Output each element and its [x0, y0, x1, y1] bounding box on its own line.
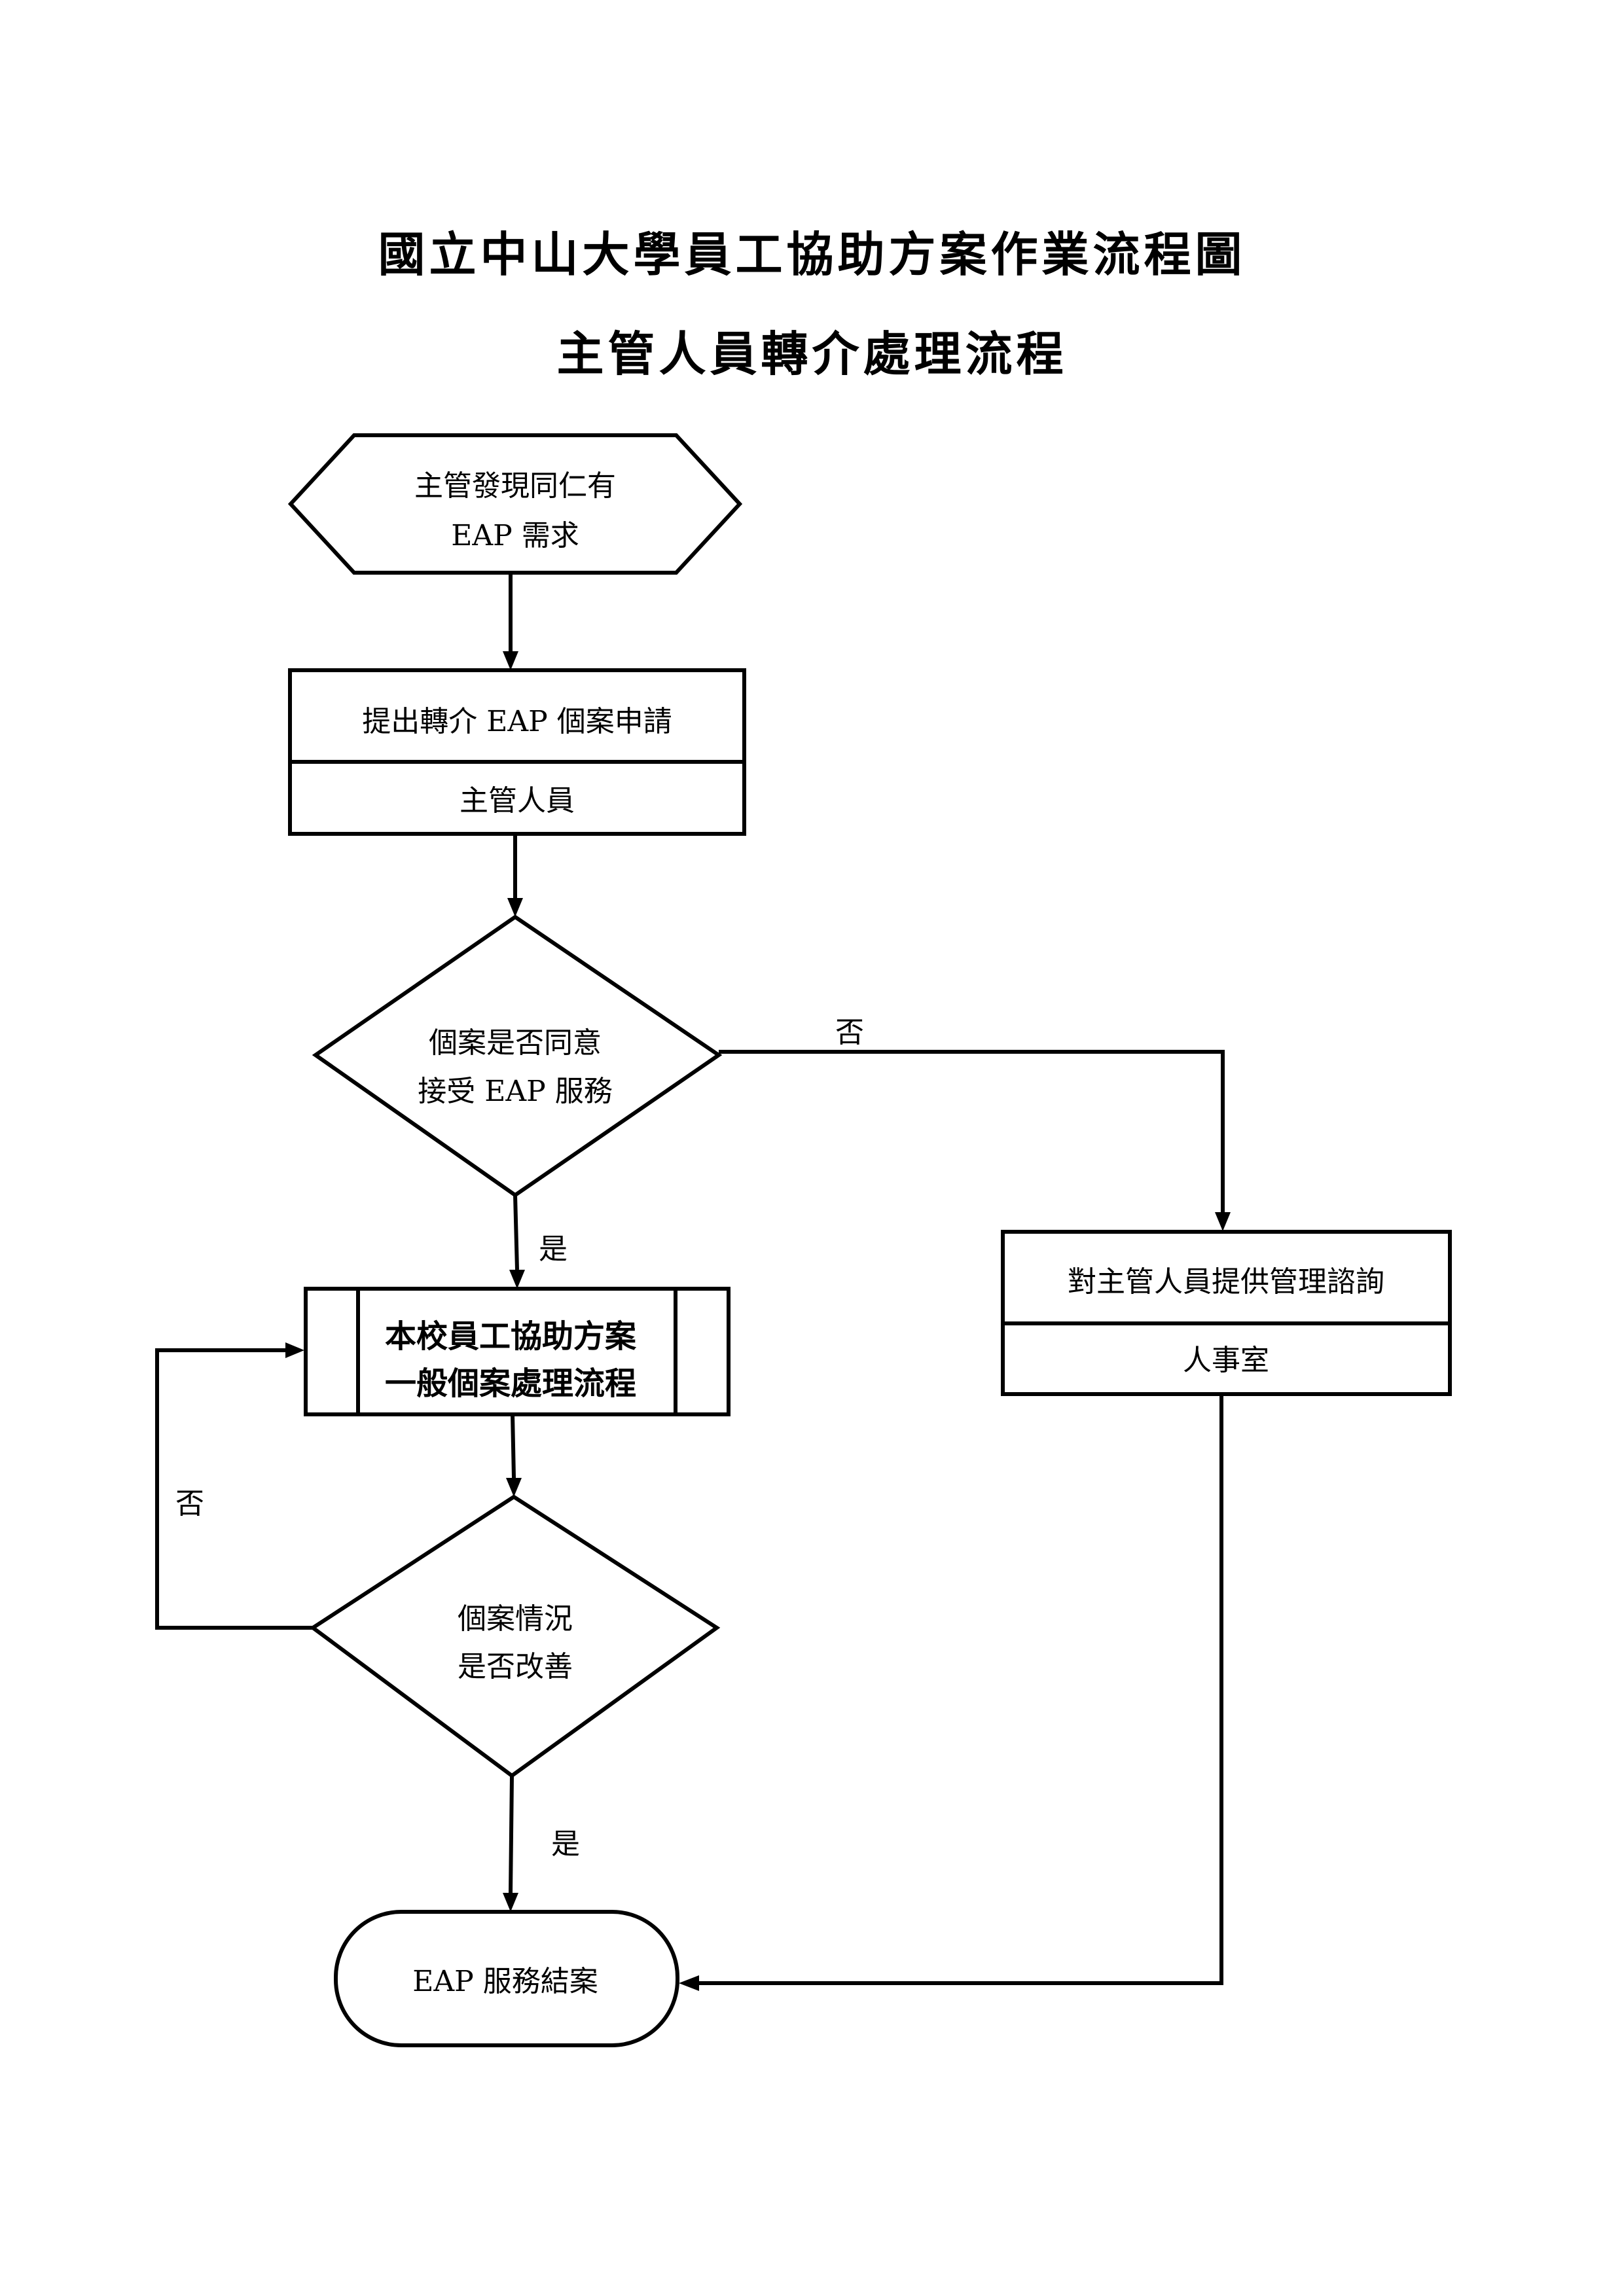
start-label-line1: 主管發現同仁有 [414, 469, 616, 503]
consent-decision: 個案是否同意 接受 EAP 服務 [312, 914, 723, 1198]
start-node: 主管發現同仁有 EAP 需求 [287, 433, 743, 575]
improved-yes-label: 是 [551, 1827, 580, 1861]
connector-consent-no: 否 [719, 1016, 1231, 1231]
improved-label-line2: 是否改善 [458, 1650, 573, 1683]
referral-action: 提出轉介 EAP 個案申請 [362, 705, 672, 738]
connector-referral-to-consent [507, 834, 523, 917]
end-terminal [334, 1910, 679, 2047]
connector-start-to-referral [503, 573, 518, 670]
general-process-box [304, 1287, 731, 1416]
consent-yes-label: 是 [539, 1232, 568, 1266]
connector-general-to-improved [506, 1414, 522, 1497]
consent-no-label: 否 [835, 1016, 864, 1049]
arrowhead-icon [679, 1975, 699, 1991]
consent-label-line2: 接受 EAP 服務 [418, 1075, 612, 1108]
consult-step: 對主管人員提供管理諮詢 人事室 [1001, 1230, 1452, 1396]
arrowhead-icon [509, 1270, 525, 1289]
arrowhead-icon [1215, 1212, 1231, 1231]
arrowhead-icon [507, 898, 523, 917]
general-process-line2: 一般個案處理流程 [385, 1365, 636, 1402]
consult-box [1001, 1230, 1452, 1396]
connector-consult-to-end [679, 1394, 1223, 1991]
connector-improved-no-loop: 否 [155, 1342, 313, 1630]
consult-action: 對主管人員提供管理諮詢 [1068, 1265, 1384, 1299]
end-label: EAP 服務結案 [412, 1965, 598, 1998]
document-subtitle: 主管人員轉介處理流程 [556, 326, 1068, 382]
arrowhead-icon [503, 1893, 518, 1912]
general-process-step: 本校員工協助方案 一般個案處理流程 [304, 1287, 731, 1416]
document-title: 國立中山大學員工協助方案作業流程圖 [378, 226, 1246, 282]
arrowhead-icon [506, 1478, 522, 1497]
connector-consent-yes: 是 [509, 1194, 568, 1289]
consult-owner: 人事室 [1183, 1344, 1269, 1377]
improved-label-line1: 個案情況 [458, 1602, 573, 1636]
connector-improved-yes: 是 [503, 1775, 580, 1912]
end-node: EAP 服務結案 [334, 1910, 679, 2047]
improved-diamond [309, 1494, 721, 1778]
arrowhead-icon [503, 651, 518, 670]
arrowhead-icon [285, 1342, 304, 1358]
consent-label-line1: 個案是否同意 [429, 1026, 602, 1060]
general-process-line1: 本校員工協助方案 [385, 1318, 637, 1355]
referral-step: 提出轉介 EAP 個案申請 主管人員 [288, 668, 746, 836]
improved-decision: 個案情況 是否改善 [309, 1494, 721, 1778]
improved-no-label: 否 [175, 1487, 204, 1520]
start-label-line2: EAP 需求 [451, 519, 579, 552]
start-hexagon [287, 433, 743, 575]
referral-owner: 主管人員 [460, 784, 575, 817]
